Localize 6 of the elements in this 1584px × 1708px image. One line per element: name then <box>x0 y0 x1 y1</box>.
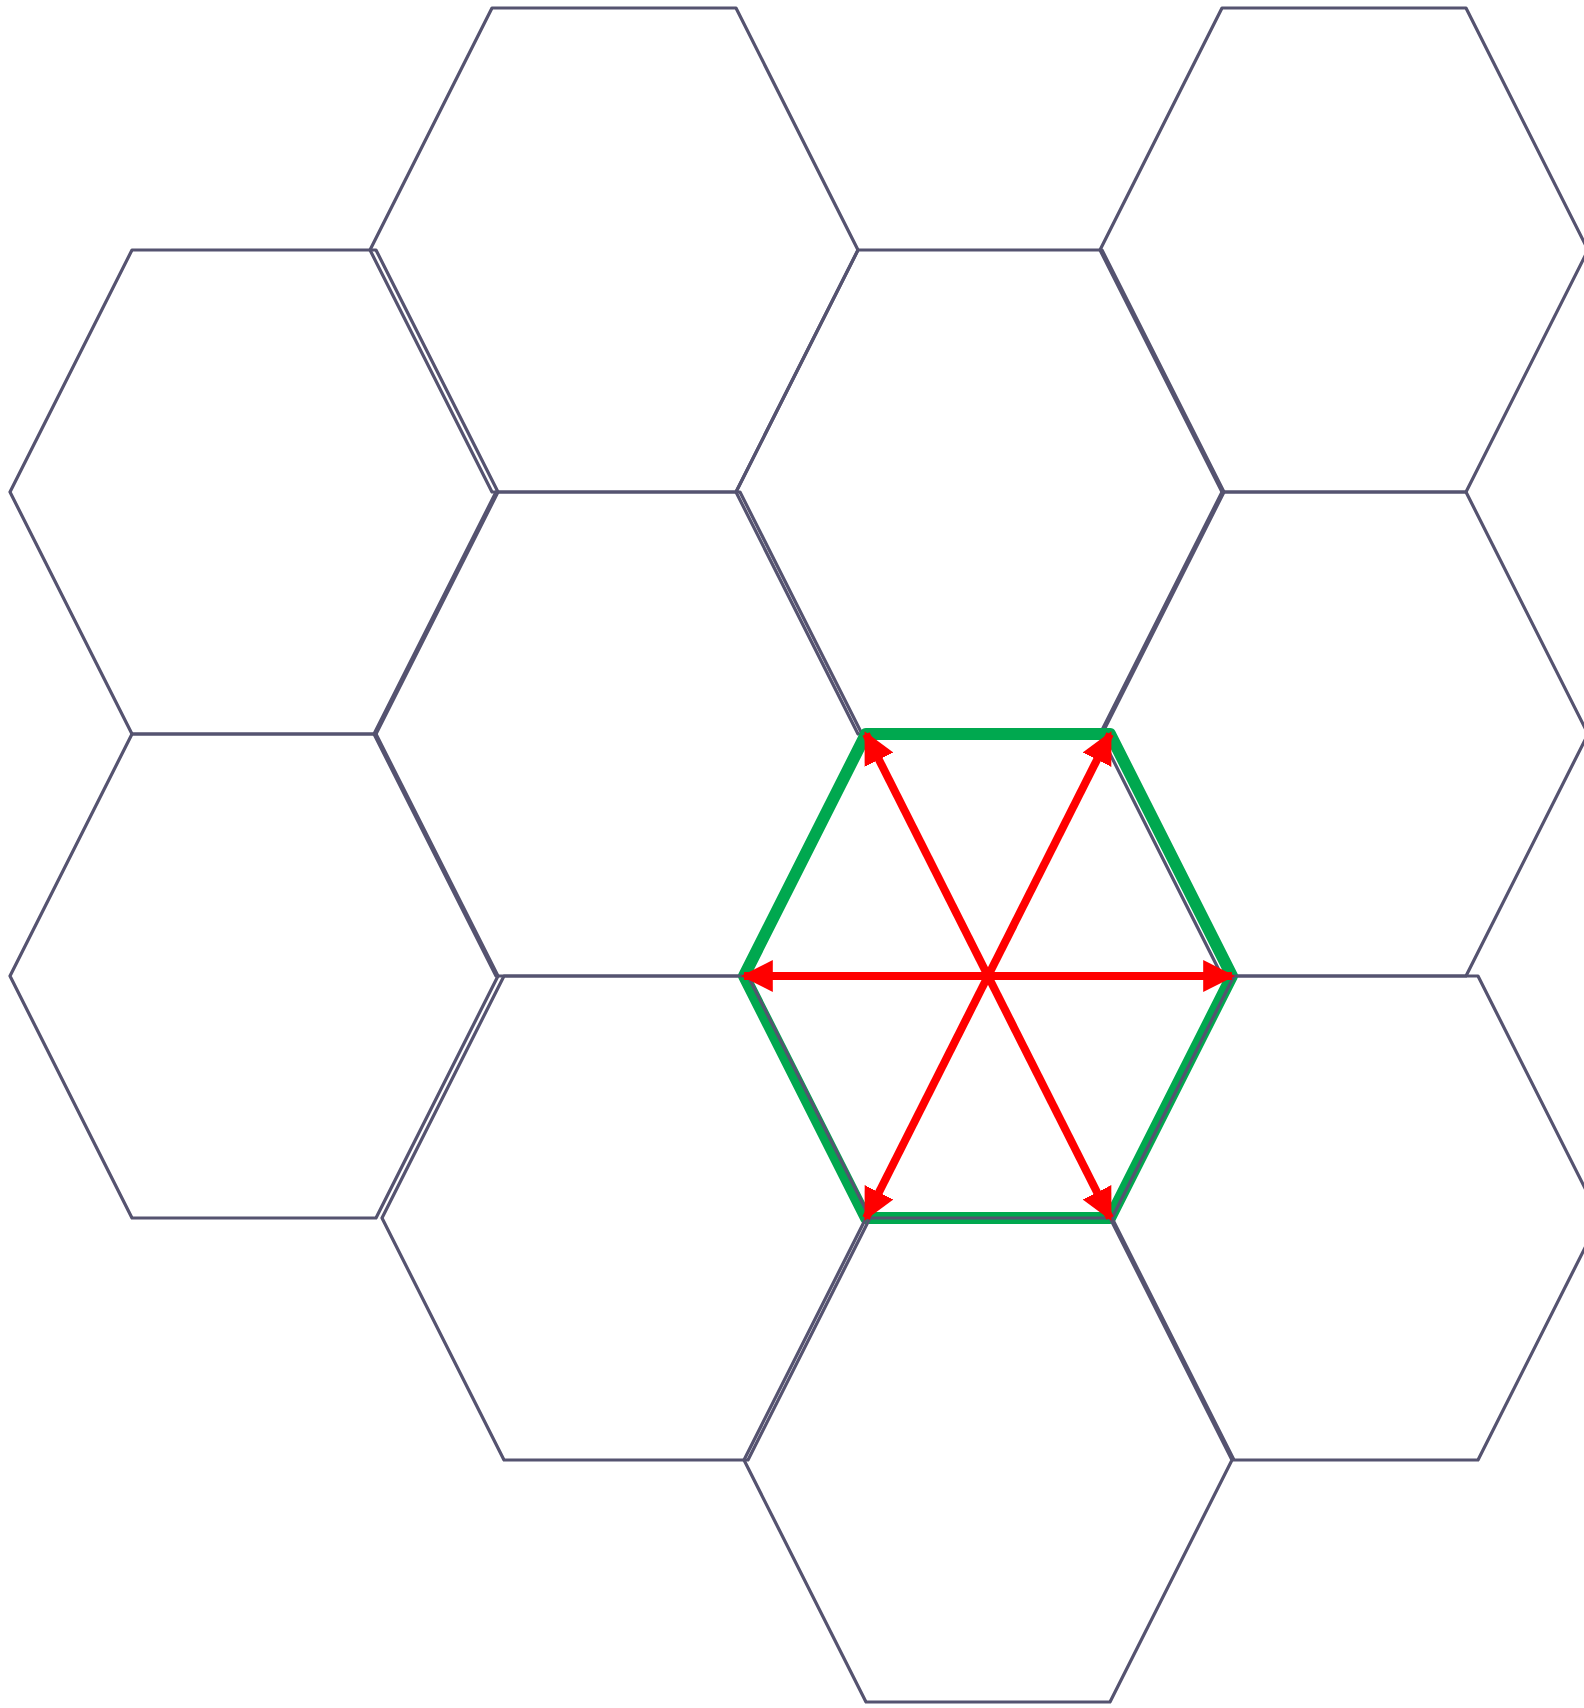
arrow <box>984 731 1114 978</box>
arrow <box>862 974 992 1221</box>
arrow <box>988 960 1236 992</box>
arrow <box>740 960 988 992</box>
arrow <box>984 974 1114 1221</box>
arrow <box>862 731 992 978</box>
